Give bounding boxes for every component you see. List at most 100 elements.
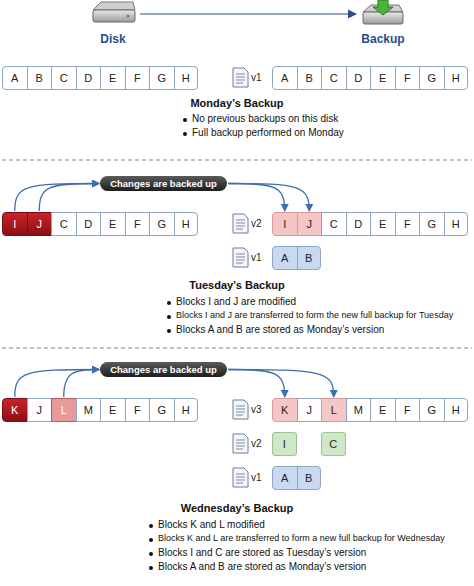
block-cell: J (27, 212, 53, 236)
node-text: F (134, 404, 141, 416)
node-text: E (379, 404, 386, 416)
block-cell: D (76, 66, 102, 90)
separator (2, 348, 472, 349)
node-text: H (452, 218, 460, 230)
block-cell: F (395, 398, 421, 422)
block-cell: I (272, 212, 298, 236)
node-text: I (283, 438, 286, 450)
backup-icon (363, 0, 403, 24)
block-cell: A (272, 66, 298, 90)
flow-connector (228, 184, 285, 212)
node-text: Changes are backed up (110, 178, 217, 189)
flow-arrow (140, 13, 356, 14)
node-text: C (330, 72, 338, 84)
node-text: F (134, 72, 141, 84)
block-cell: H (444, 66, 469, 90)
node-text: G (427, 404, 436, 416)
flow-connector (228, 184, 309, 212)
node-text: C (330, 218, 338, 230)
bullet-note: Full backup performed on Monday (192, 127, 344, 138)
node-text: L (61, 404, 67, 416)
node-text: D (84, 72, 92, 84)
block-cell: E (100, 212, 126, 236)
node-text: H (182, 72, 190, 84)
bullet-dot (183, 118, 187, 122)
node-text: B (305, 252, 312, 264)
version-label: v1 (251, 72, 262, 83)
node-text: G (157, 404, 166, 416)
block-cell: H (174, 212, 199, 236)
node-text: F (134, 218, 141, 230)
bullet-note: Blocks I and C are stored as Tuesday’s v… (158, 547, 366, 558)
bullet-dot (149, 538, 153, 542)
node-text: A (11, 72, 18, 84)
node-text: F (404, 72, 411, 84)
node-text: G (427, 72, 436, 84)
block-cell: G (419, 212, 445, 236)
node-text: D (84, 218, 92, 230)
node-text: L (331, 404, 337, 416)
node-text: C (60, 72, 68, 84)
block-cell: L (321, 398, 347, 422)
node-text: G (157, 218, 166, 230)
block-cell: F (125, 66, 151, 90)
node-text: E (109, 218, 116, 230)
block-cell: A (2, 66, 28, 90)
block-cell: A (272, 466, 298, 490)
node-text: B (305, 472, 312, 484)
bullet-note: Blocks A and B are stored as Monday’s ve… (158, 561, 366, 572)
block-cell: D (346, 66, 372, 90)
block-cell: H (444, 212, 469, 236)
block-cell: E (100, 66, 126, 90)
node-text: J (37, 404, 43, 416)
block-cell: E (370, 66, 396, 90)
bullet-dot (167, 315, 171, 319)
bullet-note: No previous backups on this disk (192, 113, 338, 124)
block-cell: K (272, 398, 298, 422)
block-cell: C (51, 212, 77, 236)
block-cell: B (27, 66, 53, 90)
flow-connector (228, 370, 334, 398)
block-cell: B (297, 246, 322, 270)
node-text: E (109, 72, 116, 84)
node-text: J (307, 218, 313, 230)
process-pill: Changes are backed up (100, 362, 227, 377)
block-cell: F (125, 212, 151, 236)
block-cell: M (346, 398, 372, 422)
bullet-dot (149, 552, 153, 556)
node-text: A (281, 472, 288, 484)
block-cell: C (321, 212, 347, 236)
node-text: H (182, 218, 190, 230)
block-cell: B (297, 466, 322, 490)
bullet-dot (183, 132, 187, 136)
node-text: J (307, 404, 313, 416)
node-text: E (379, 72, 386, 84)
block-cell: E (100, 398, 126, 422)
version-label: v1 (251, 252, 262, 263)
flow-connector (64, 370, 99, 398)
node-text: M (84, 404, 93, 416)
version-label: v1 (251, 472, 262, 483)
node-text: E (379, 218, 386, 230)
block-cell: J (297, 398, 323, 422)
flow-connector (15, 370, 99, 398)
block-cell: E (370, 212, 396, 236)
block-cell: C (321, 66, 347, 90)
block-cell: B (297, 66, 323, 90)
section-heading: Wednesday’s Backup (181, 502, 294, 514)
flow-connector (39, 184, 99, 212)
block-cell: I (272, 432, 297, 456)
block-cell: F (125, 398, 151, 422)
node-text: K (11, 404, 18, 416)
block-cell: J (297, 212, 323, 236)
bullet-note: Blocks K and L are transferred to form a… (158, 533, 445, 543)
node-text: A (281, 72, 288, 84)
flow-connector (15, 184, 99, 212)
block-cell: K (2, 398, 28, 422)
node-text: J (37, 218, 43, 230)
node-text: H (182, 404, 190, 416)
node-text: F (404, 218, 411, 230)
bullet-note: Blocks A and B are stored as Monday’s ve… (176, 324, 384, 335)
block-cell: G (149, 398, 175, 422)
